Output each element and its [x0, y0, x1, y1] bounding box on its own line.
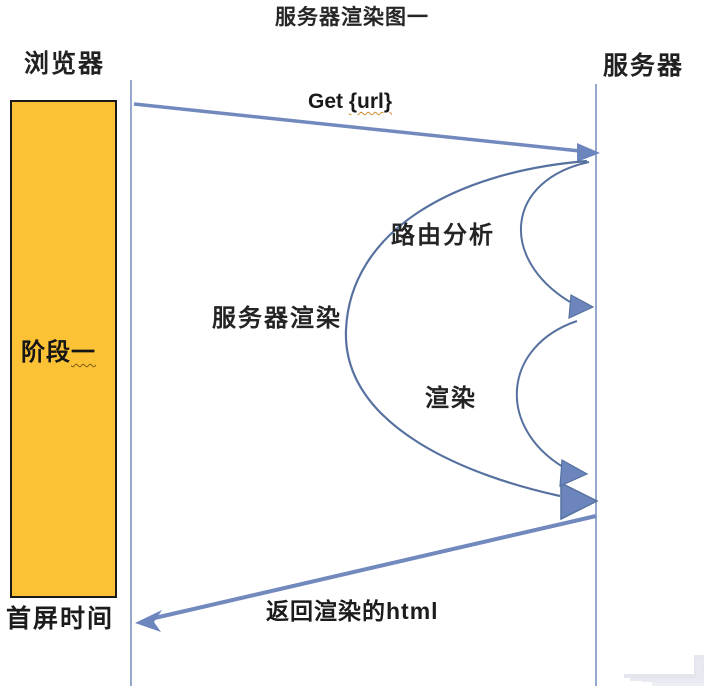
get-url-arrow-line: [133, 102, 581, 153]
get-url-arrowhead: [577, 143, 600, 162]
response-arrow-line: [145, 514, 597, 622]
render-label: 渲染: [425, 385, 477, 412]
phase-one-label-dash: 一: [71, 339, 96, 366]
diagram-title: 服务器渲染图一: [275, 6, 429, 29]
phase-one-label-text: 阶段: [21, 339, 71, 366]
phase-one-label: 阶段一: [21, 332, 96, 367]
phase-one-box: 阶段一: [10, 100, 117, 598]
server-label: 服务器: [603, 52, 685, 80]
server-render-label: 服务器渲染: [212, 305, 342, 332]
watermark: [622, 652, 694, 674]
server-render-arrowhead: [560, 481, 599, 521]
render-arrowhead: [559, 459, 589, 487]
render-arc: [515, 320, 578, 468]
response-label: 返回渲染的html: [266, 598, 439, 624]
route-analysis-arrowhead: [568, 294, 595, 319]
get-url-label: Get {url}: [308, 90, 392, 114]
first-screen-time-label: 首屏时间: [6, 605, 115, 633]
get-url-verb: Get: [308, 90, 349, 113]
route-analysis-label: 路由分析: [391, 222, 495, 249]
response-arrowhead: [135, 610, 162, 632]
browser-label: 浏览器: [24, 50, 106, 78]
route-analysis-arc: [520, 161, 590, 303]
server-render-arc: [344, 159, 588, 498]
get-url-param: {url}: [348, 90, 393, 113]
